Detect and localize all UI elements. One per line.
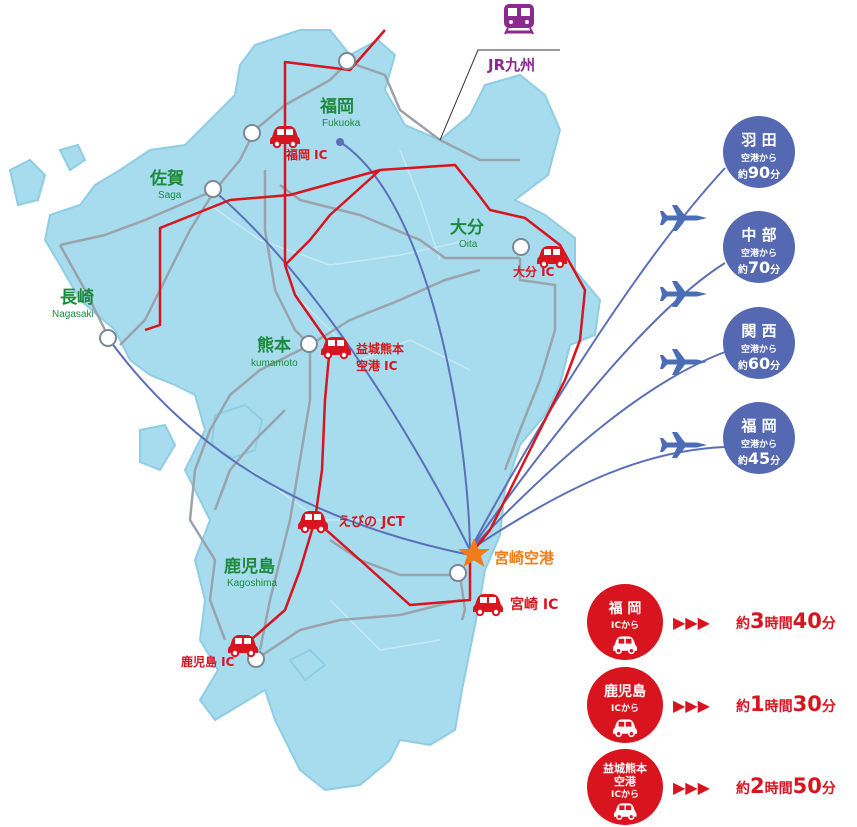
svg-text:空港: 空港: [614, 774, 637, 788]
svg-text:▶▶▶: ▶▶▶: [673, 778, 711, 797]
flight-badge-fukuoka: 福 岡 空港から 約45分: [723, 402, 795, 474]
kitakyushu-marker: [338, 52, 356, 70]
svg-text:益城熊本: 益城熊本: [603, 761, 647, 775]
svg-text:福 岡: 福 岡: [608, 600, 642, 617]
fukuoka-junction-marker: [243, 124, 261, 142]
kagoshima-name: 鹿児島: [224, 556, 275, 577]
kagoshima-roman: Kagoshima: [227, 578, 277, 589]
svg-text:福 岡: 福 岡: [740, 417, 776, 435]
svg-text:約70分: 約70分: [738, 258, 780, 277]
local-road-network: [58, 60, 557, 662]
car-icon: [613, 636, 637, 655]
city-labels: 福岡 Fukuoka 佐賀 Saga 大分 Oita 長崎 Nagasaki 熊…: [52, 96, 484, 589]
miyazaki-airport-star-icon: [458, 538, 490, 567]
saga-marker: [204, 180, 222, 198]
svg-text:ICから: ICから: [611, 620, 639, 631]
svg-text:羽 田: 羽 田: [741, 131, 776, 149]
jr-label: JR九州: [487, 56, 535, 74]
car-icon: [614, 803, 637, 820]
saga-name: 佐賀: [149, 168, 184, 189]
fukuoka-name: 福岡: [319, 96, 354, 117]
flight-badge-kansai: 関 西 空港から 約60分: [723, 307, 795, 379]
northwest-island: [8, 158, 47, 207]
svg-text:約90分: 約90分: [738, 163, 780, 182]
airplane-icon: [660, 281, 707, 307]
mashiki-ic-label-2: 空港 IC: [356, 358, 398, 373]
mashiki-ic-label-1: 益城熊本: [356, 341, 404, 356]
fukuoka-route-dot: [336, 138, 344, 146]
svg-text:約3時間40分: 約3時間40分: [736, 609, 836, 633]
svg-text:約1時間30分: 約1時間30分: [736, 692, 836, 716]
islet-2: [288, 648, 327, 682]
oita-roman: Oita: [459, 239, 478, 250]
ic-labels: 福岡 IC 大分 IC 益城熊本 空港 IC えびの JCT 鹿児島 IC 宮崎…: [181, 147, 558, 669]
svg-text:関 西: 関 西: [741, 322, 776, 340]
flight-badges: 羽 田 空港から 約90分 中 部 空港から 約70分 関 西 空港から 約60…: [723, 116, 795, 474]
svg-text:約45分: 約45分: [738, 449, 780, 468]
svg-text:▶▶▶: ▶▶▶: [673, 696, 711, 715]
jr-kyushu-callout: JR九州: [439, 4, 560, 141]
drive-row-fukuoka: 福 岡 ICから ▶▶▶ 約3時間40分: [587, 584, 836, 660]
drive-row-mashiki: 益城熊本 空港 ICから ▶▶▶ 約2時間50分: [587, 749, 836, 825]
fukuoka-roman: Fukuoka: [322, 118, 361, 129]
svg-text:ICから: ICから: [611, 789, 639, 800]
city-markers: [99, 52, 530, 668]
kumamoto-name: 熊本: [257, 335, 291, 356]
kumamoto-roman: kumamoto: [251, 358, 298, 369]
fukuoka-ic-label: 福岡 IC: [285, 147, 328, 162]
miyazaki-city-marker: [449, 564, 467, 582]
svg-text:約2時間50分: 約2時間50分: [736, 774, 836, 798]
svg-text:約60分: 約60分: [738, 354, 780, 373]
svg-text:空港から: 空港から: [741, 343, 777, 355]
ebino-jct-label: えびの JCT: [338, 515, 405, 530]
oita-name: 大分: [450, 217, 484, 238]
drive-time-legend: 福 岡 ICから ▶▶▶ 約3時間40分 鹿児島 ICから ▶▶▶ 約1時間30…: [587, 584, 836, 825]
kumamoto-marker: [300, 335, 318, 353]
svg-text:▶▶▶: ▶▶▶: [673, 613, 711, 632]
flight-badge-chubu: 中 部 空港から 約70分: [723, 211, 795, 283]
train-icon: [504, 4, 534, 35]
airplane-icon: [660, 205, 707, 231]
nagashima-island: [139, 423, 177, 472]
kagoshima-ic-label: 鹿児島 IC: [181, 654, 235, 669]
svg-text:空港から: 空港から: [741, 152, 777, 164]
drive-row-kagoshima: 鹿児島 ICから ▶▶▶ 約1時間30分: [587, 667, 836, 743]
nagasaki-marker: [99, 329, 117, 347]
svg-text:空港から: 空港から: [741, 438, 777, 450]
nagasaki-roman: Nagasaki: [52, 309, 94, 320]
kyushu-mainland: [43, 29, 602, 792]
oita-ic-label: 大分 IC: [513, 264, 555, 279]
miyazaki-ic-label: 宮崎 IC: [510, 596, 558, 613]
expressway-network: [144, 29, 587, 646]
nagasaki-name: 長崎: [60, 287, 94, 308]
saga-roman: Saga: [158, 190, 182, 201]
oita-marker: [512, 238, 530, 256]
flight-badge-haneda: 羽 田 空港から 約90分: [723, 116, 795, 188]
islet-1: [58, 143, 87, 172]
svg-text:中 部: 中 部: [741, 226, 776, 244]
svg-text:鹿児島: 鹿児島: [603, 683, 646, 700]
airport-label: 宮崎空港: [494, 549, 555, 567]
kyushu-landmass: [8, 29, 602, 792]
svg-text:ICから: ICから: [611, 703, 639, 714]
car-icon: [613, 719, 637, 738]
svg-text:空港から: 空港から: [741, 247, 777, 259]
